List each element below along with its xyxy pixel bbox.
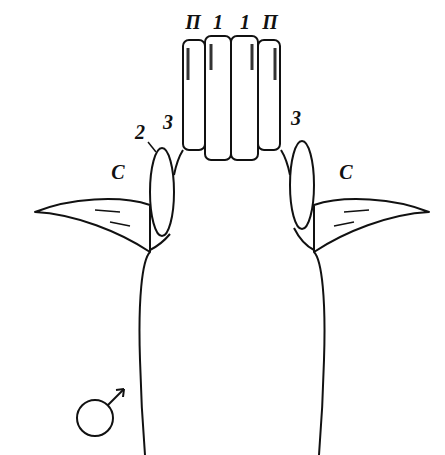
callout-label: 1 xyxy=(239,12,251,32)
callout-label: П xyxy=(184,12,202,32)
leader-line xyxy=(148,142,156,152)
callout-label: C xyxy=(110,162,125,182)
callout-label: C xyxy=(338,162,353,182)
right-side xyxy=(281,141,429,455)
callout-label: 2 xyxy=(134,122,146,142)
lateral-incisor xyxy=(183,40,205,150)
head-outline xyxy=(139,252,150,455)
canine-tusk xyxy=(35,199,150,252)
third-incisor xyxy=(150,148,174,236)
callout-label: 3 xyxy=(290,108,302,128)
canine-tusk xyxy=(314,199,429,252)
third-incisor xyxy=(290,141,314,229)
central-incisor xyxy=(205,36,231,160)
callout-label: П xyxy=(261,12,279,32)
male-symbol xyxy=(77,389,124,436)
callout-label: 3 xyxy=(162,112,174,132)
lateral-incisor xyxy=(258,40,280,150)
callout-label: 1 xyxy=(212,12,224,32)
central-incisor xyxy=(231,36,258,160)
left-side xyxy=(35,142,183,455)
head-outline xyxy=(314,252,325,455)
